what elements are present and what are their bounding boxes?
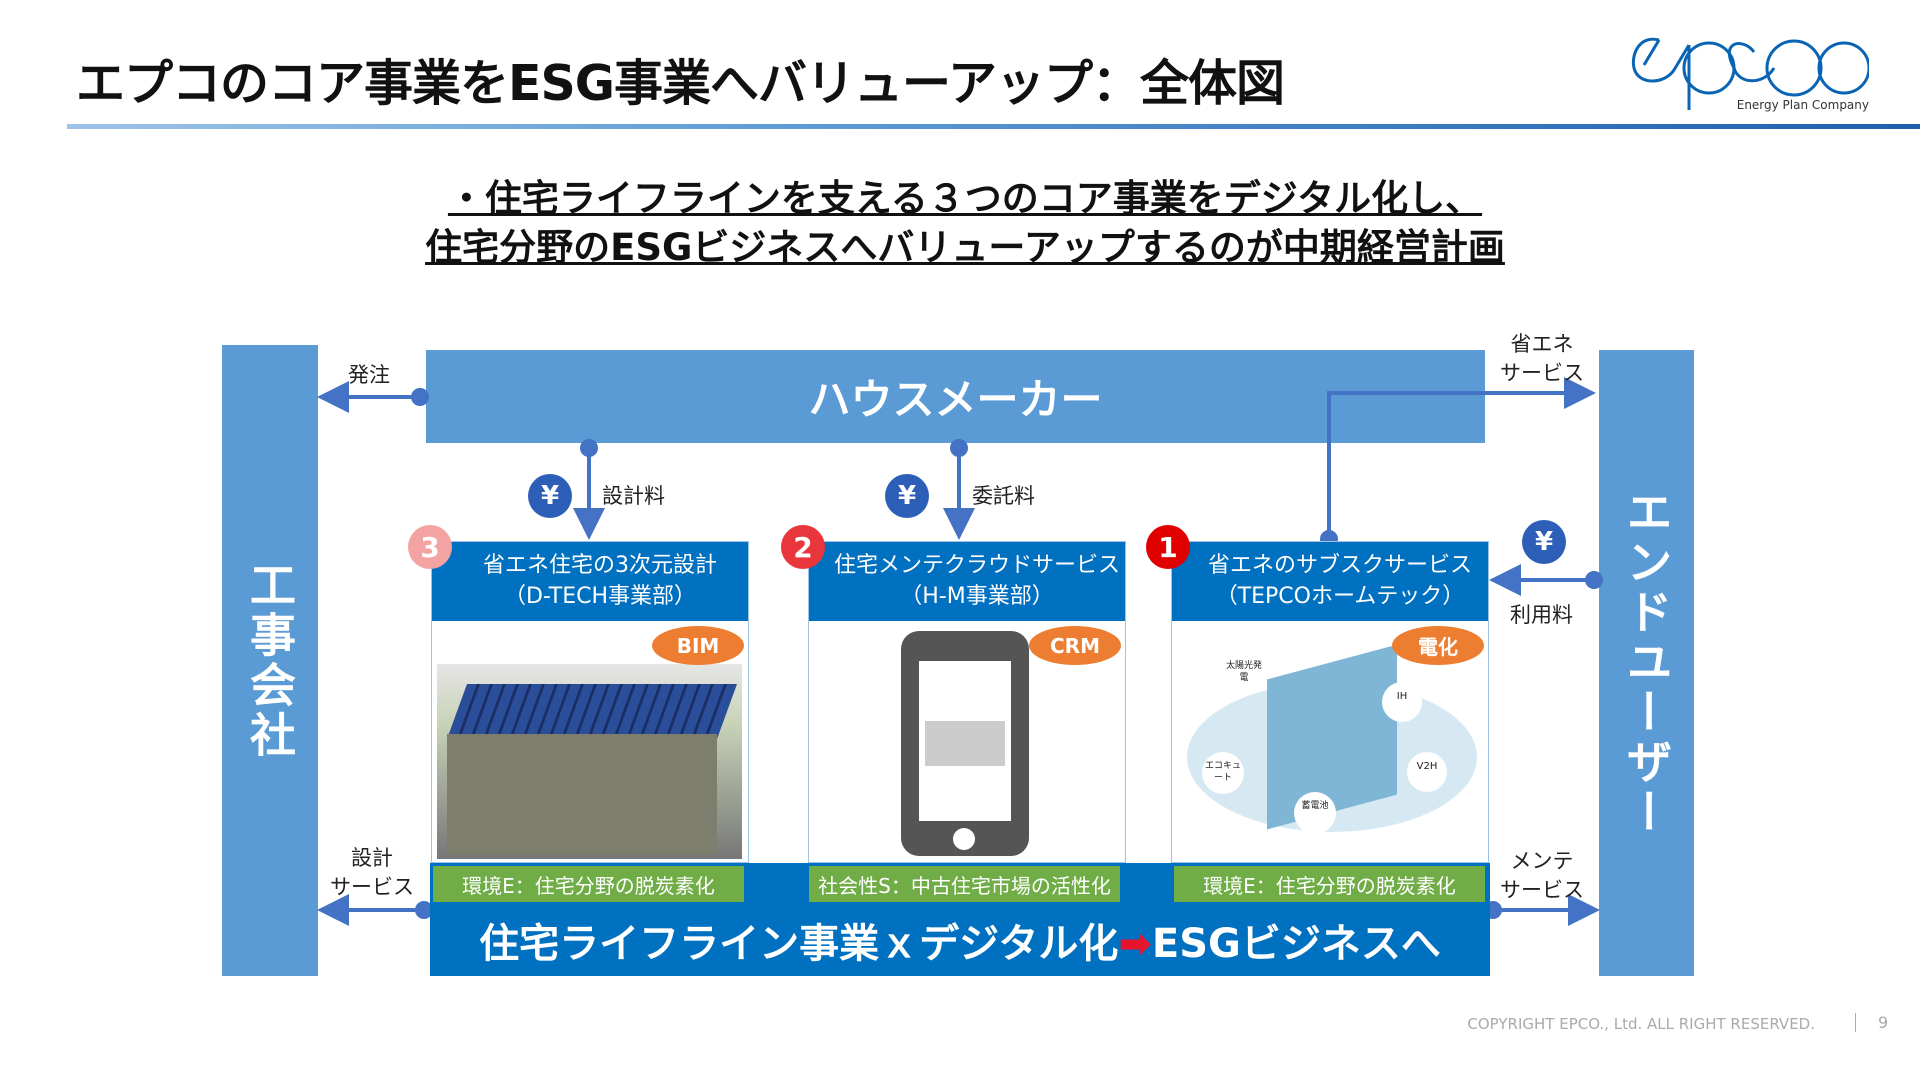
card-header: 住宅メンテクラウドサービス（H-M事業部） — [809, 542, 1125, 621]
arrow-icon: ➡ — [1118, 921, 1152, 967]
copyright: COPYRIGHT EPCO., Ltd. ALL RIGHT RESERVED… — [1467, 1015, 1815, 1033]
tag-badge: 電化 — [1392, 626, 1484, 665]
page-number: 9 — [1855, 1013, 1888, 1032]
yen-icon: ¥ — [885, 474, 929, 518]
subtitle-line-2: 住宅分野のESGビジネスへバリューアップするのが中期経営計画 — [425, 226, 1505, 269]
card-dtech: 省エネ住宅の3次元設計（D-TECH事業部） BIM — [431, 541, 749, 863]
page-title: エプコのコア事業をESG事業へバリューアップ：全体図 — [76, 55, 1285, 112]
end-user-bar: エンドユーザー — [1599, 350, 1694, 976]
yen-icon: ¥ — [1522, 520, 1566, 564]
number-badge-3: 3 — [408, 525, 452, 569]
usage-fee-label: 利用料 — [1510, 603, 1573, 627]
number-badge-2: 2 — [781, 525, 825, 569]
card-header: 省エネ住宅の3次元設計（D-TECH事業部） — [432, 542, 748, 621]
commission-fee-label: 委託料 — [972, 484, 1035, 508]
card-hm: 住宅メンテクラウドサービス（H-M事業部） CRM — [808, 541, 1126, 863]
header-divider — [67, 124, 1920, 129]
tag-badge: CRM — [1029, 626, 1121, 665]
construction-company-bar: 工事会社 — [222, 345, 318, 976]
electrification-diagram: 太陽光発電 IH エコキュート V2H 蓄電池 — [1182, 642, 1482, 852]
tag-badge: BIM — [652, 626, 744, 665]
design-service-label: 設計サービス — [330, 846, 414, 899]
card-header: 省エネのサブスクサービス（TEPCOホームテック） — [1172, 542, 1488, 621]
esg-label: 環境E：住宅分野の脱炭素化 — [1174, 866, 1485, 902]
smartphone-image — [901, 631, 1029, 856]
bottom-message: 住宅ライフライン事業ｘデジタル化➡ESGビジネスへ — [479, 921, 1441, 967]
subtitle-line-1: ・住宅ライフラインを支える３つのコア事業をデジタル化し、 — [447, 177, 1483, 220]
esg-label: 社会性S：中古住宅市場の活性化 — [809, 866, 1120, 902]
order-label: 発注 — [348, 363, 390, 387]
number-badge-1: 1 — [1146, 525, 1190, 569]
maintenance-service-label: メンテサービス — [1500, 849, 1584, 902]
card-tepco: 省エネのサブスクサービス（TEPCOホームテック） 太陽光発電 IH エコキュー… — [1171, 541, 1489, 863]
esg-business-bar: 環境E：住宅分野の脱炭素化 社会性S：中古住宅市場の活性化 環境E：住宅分野の脱… — [430, 863, 1490, 976]
house-maker-bar: ハウスメーカー — [426, 350, 1485, 443]
yen-icon: ¥ — [528, 474, 572, 518]
design-fee-label: 設計料 — [602, 484, 665, 508]
esg-label: 環境E：住宅分野の脱炭素化 — [433, 866, 744, 902]
house-3d-image — [437, 664, 742, 859]
logo-tagline: Energy Plan Company — [1736, 98, 1869, 112]
energy-service-label: 省エネサービス — [1500, 332, 1584, 385]
